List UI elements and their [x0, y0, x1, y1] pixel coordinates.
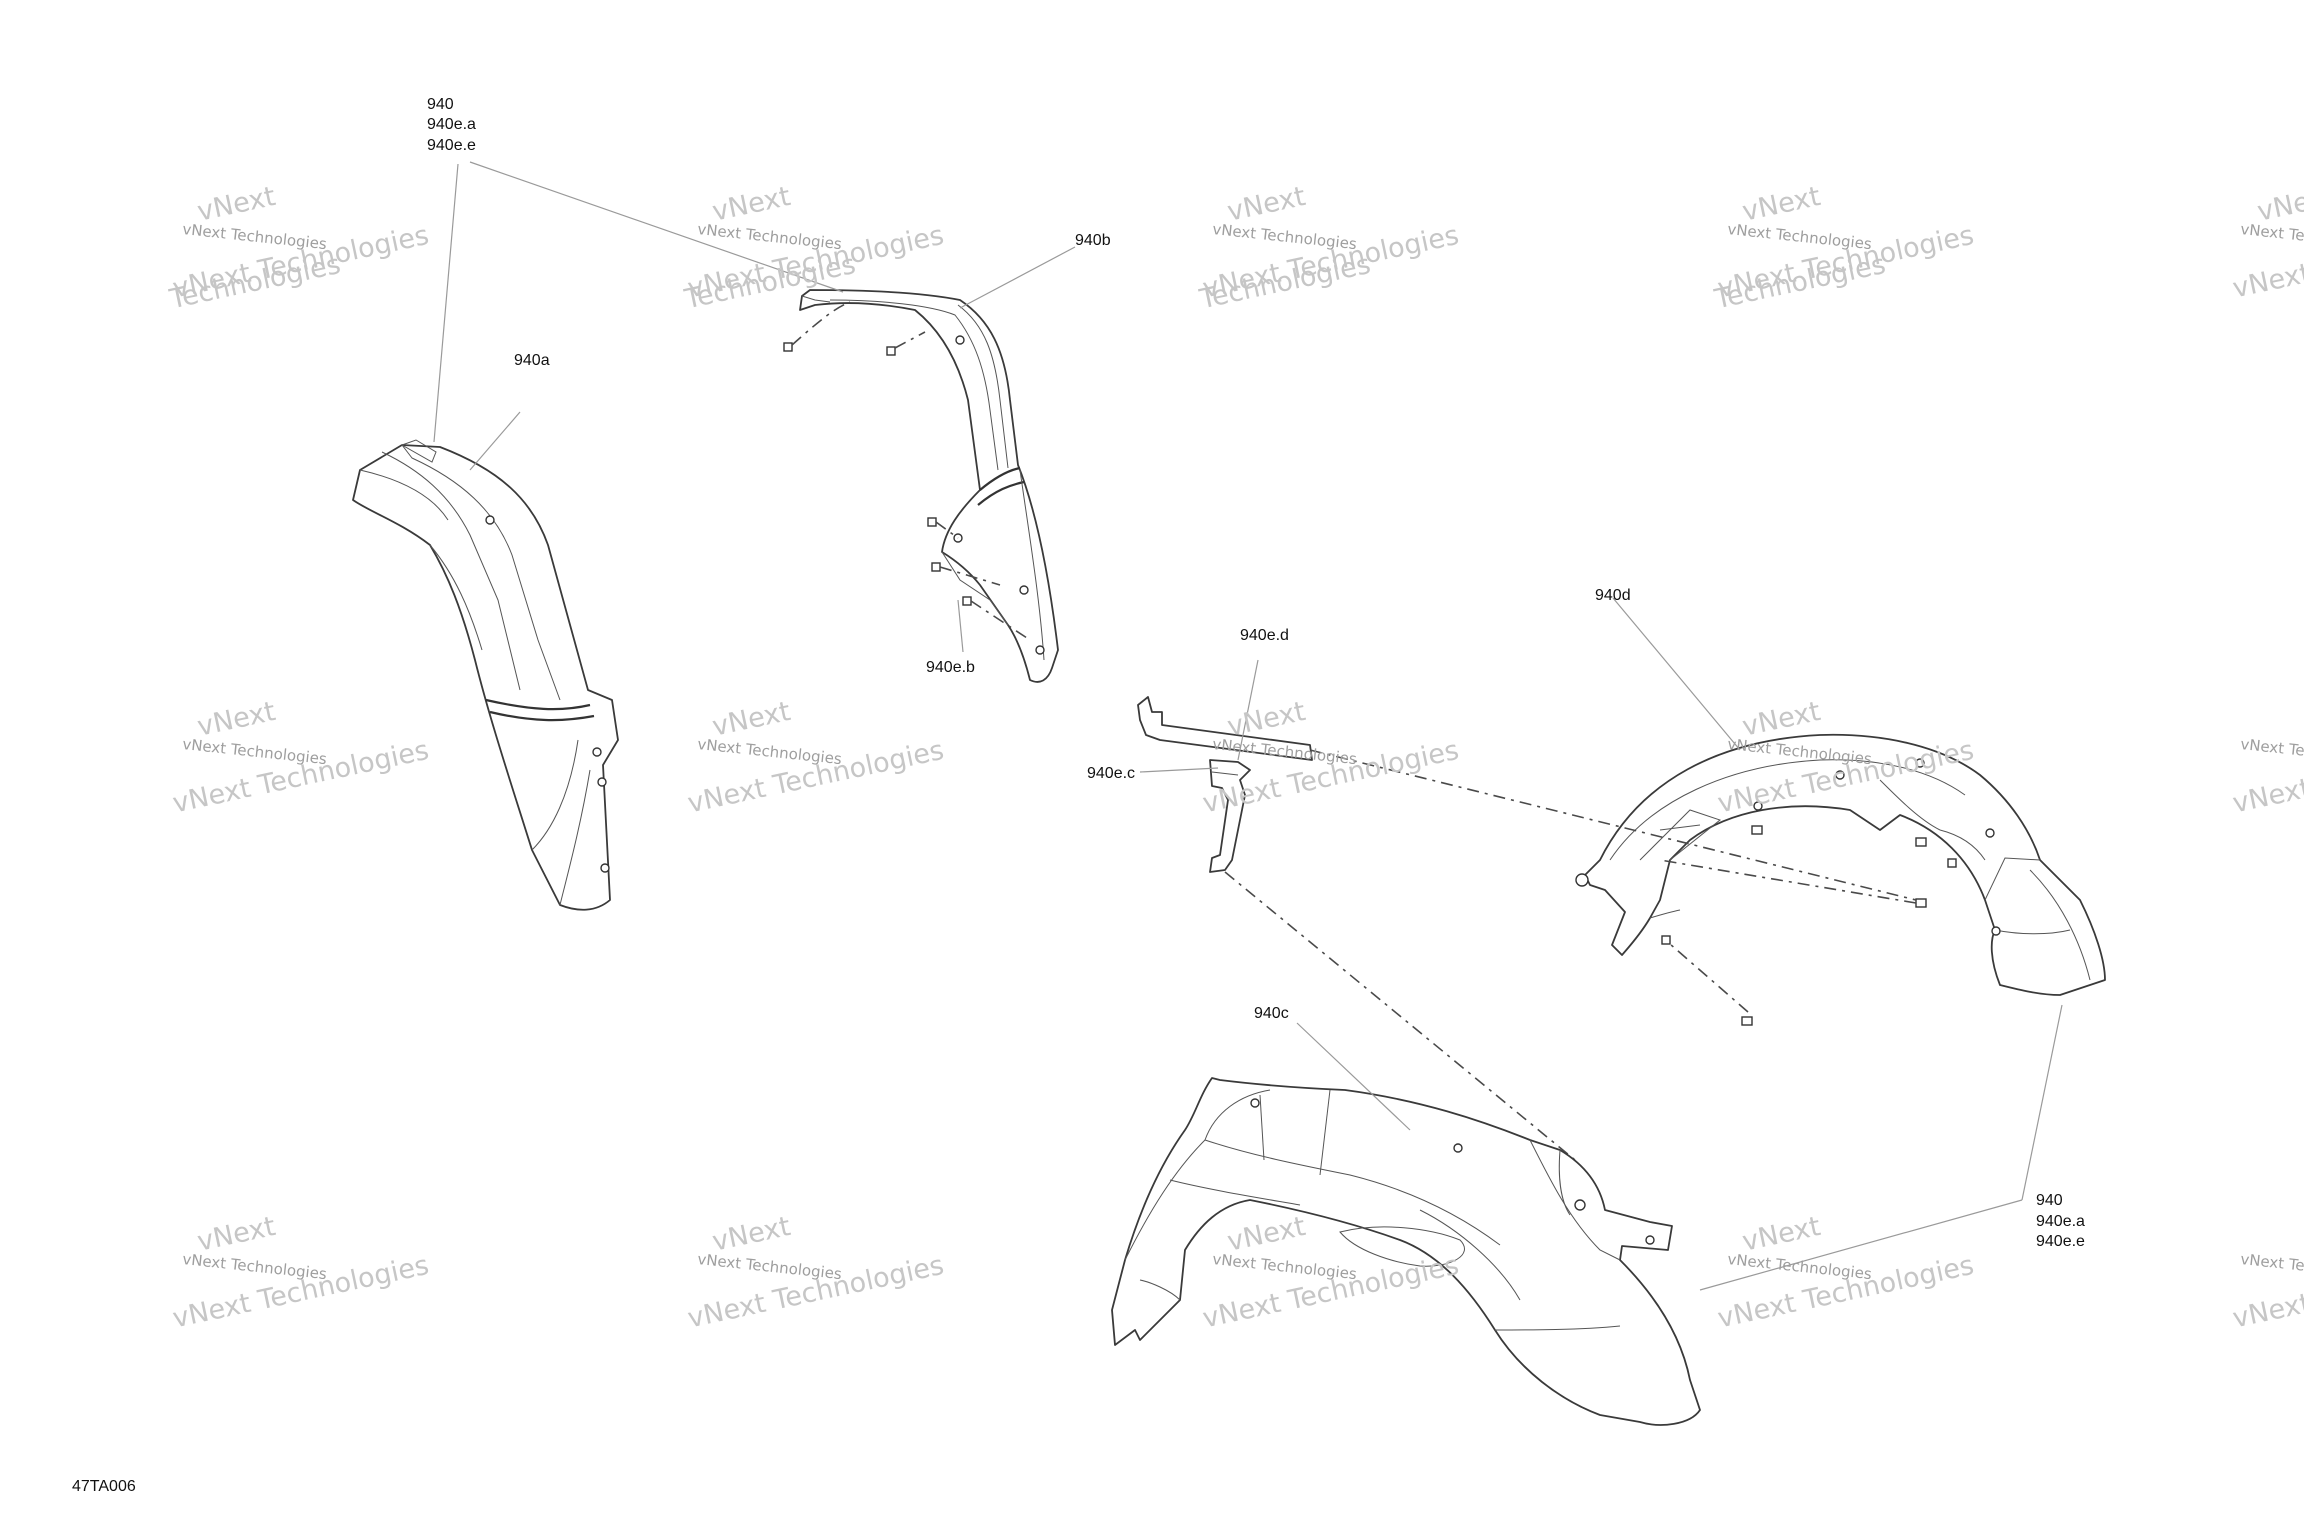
- fender-940c: [1111, 1077, 1701, 1426]
- callout-940e-e-bottom: 940e.e: [2036, 1233, 2085, 1250]
- callout-940b: 940b: [1075, 232, 1111, 249]
- watermark-word: vNext: [195, 696, 279, 743]
- watermark-text: vNext Technologies: [1727, 1250, 1873, 1283]
- watermark-text: vNext Technologies: [697, 735, 843, 768]
- callout-940e-e-top: 940e.e: [427, 137, 476, 154]
- leader-lines: [433, 161, 2063, 1291]
- callout-940e-d: 940e.d: [1240, 627, 1289, 644]
- callout-940-top: 940: [427, 96, 454, 113]
- fasteners-940b: [783, 301, 1031, 641]
- watermark-text: vNext Technologies: [182, 220, 328, 253]
- watermark-word: vNext: [1740, 1211, 1824, 1258]
- diagram-code: 47TA006: [72, 1478, 136, 1495]
- watermark-text: vNext Technologies: [1212, 220, 1358, 253]
- fender-940d: [1575, 733, 2106, 996]
- watermark-word: vNext: [1225, 181, 1309, 228]
- callout-940-bottom: 940: [2036, 1192, 2063, 1209]
- watermark-word: vNext: [1225, 696, 1309, 743]
- watermark-word: vNext: [2255, 181, 2304, 228]
- callout-940a: 940a: [514, 352, 550, 369]
- callout-940e-c: 940e.c: [1087, 765, 1135, 782]
- callout-labels: 940 940e.a 940e.e 940a 940b 940e.b 940d …: [72, 96, 2085, 1495]
- watermark-word: vNext: [195, 1211, 279, 1258]
- watermark-word: vNext: [1225, 1211, 1309, 1258]
- watermark-word: vNext: [1740, 181, 1824, 228]
- callout-940d: 940d: [1595, 587, 1631, 604]
- fender-940a: [352, 439, 619, 911]
- fender-940b: [799, 289, 1059, 683]
- watermark-text: vNext Technologies: [182, 735, 328, 768]
- callout-940e-a-bottom: 940e.a: [2036, 1213, 2085, 1230]
- callout-940e-b: 940e.b: [926, 659, 975, 676]
- watermark-word: vNext: [710, 181, 794, 228]
- watermark-text: vNext Technologies: [2240, 1250, 2304, 1283]
- watermark-text: vNext Technologies: [2240, 735, 2304, 768]
- watermark-text: vNext Technologies: [1212, 1250, 1358, 1283]
- callout-940c: 940c: [1254, 1005, 1289, 1022]
- watermark-text: vNext Technologies: [1727, 220, 1873, 253]
- watermark-text: vNext Technologies: [2240, 220, 2304, 253]
- watermark-text: vNext Technologies: [697, 1250, 843, 1283]
- watermark-word: vNext: [710, 1211, 794, 1258]
- watermark-word: vNext: [195, 181, 279, 228]
- watermark-text: vNext Technologies: [182, 1250, 328, 1283]
- callout-940e-a-top: 940e.a: [427, 116, 476, 133]
- bracket-940e: [1137, 696, 1576, 1161]
- watermark-word: vNext: [710, 696, 794, 743]
- fasteners-940d: [1309, 749, 1957, 1026]
